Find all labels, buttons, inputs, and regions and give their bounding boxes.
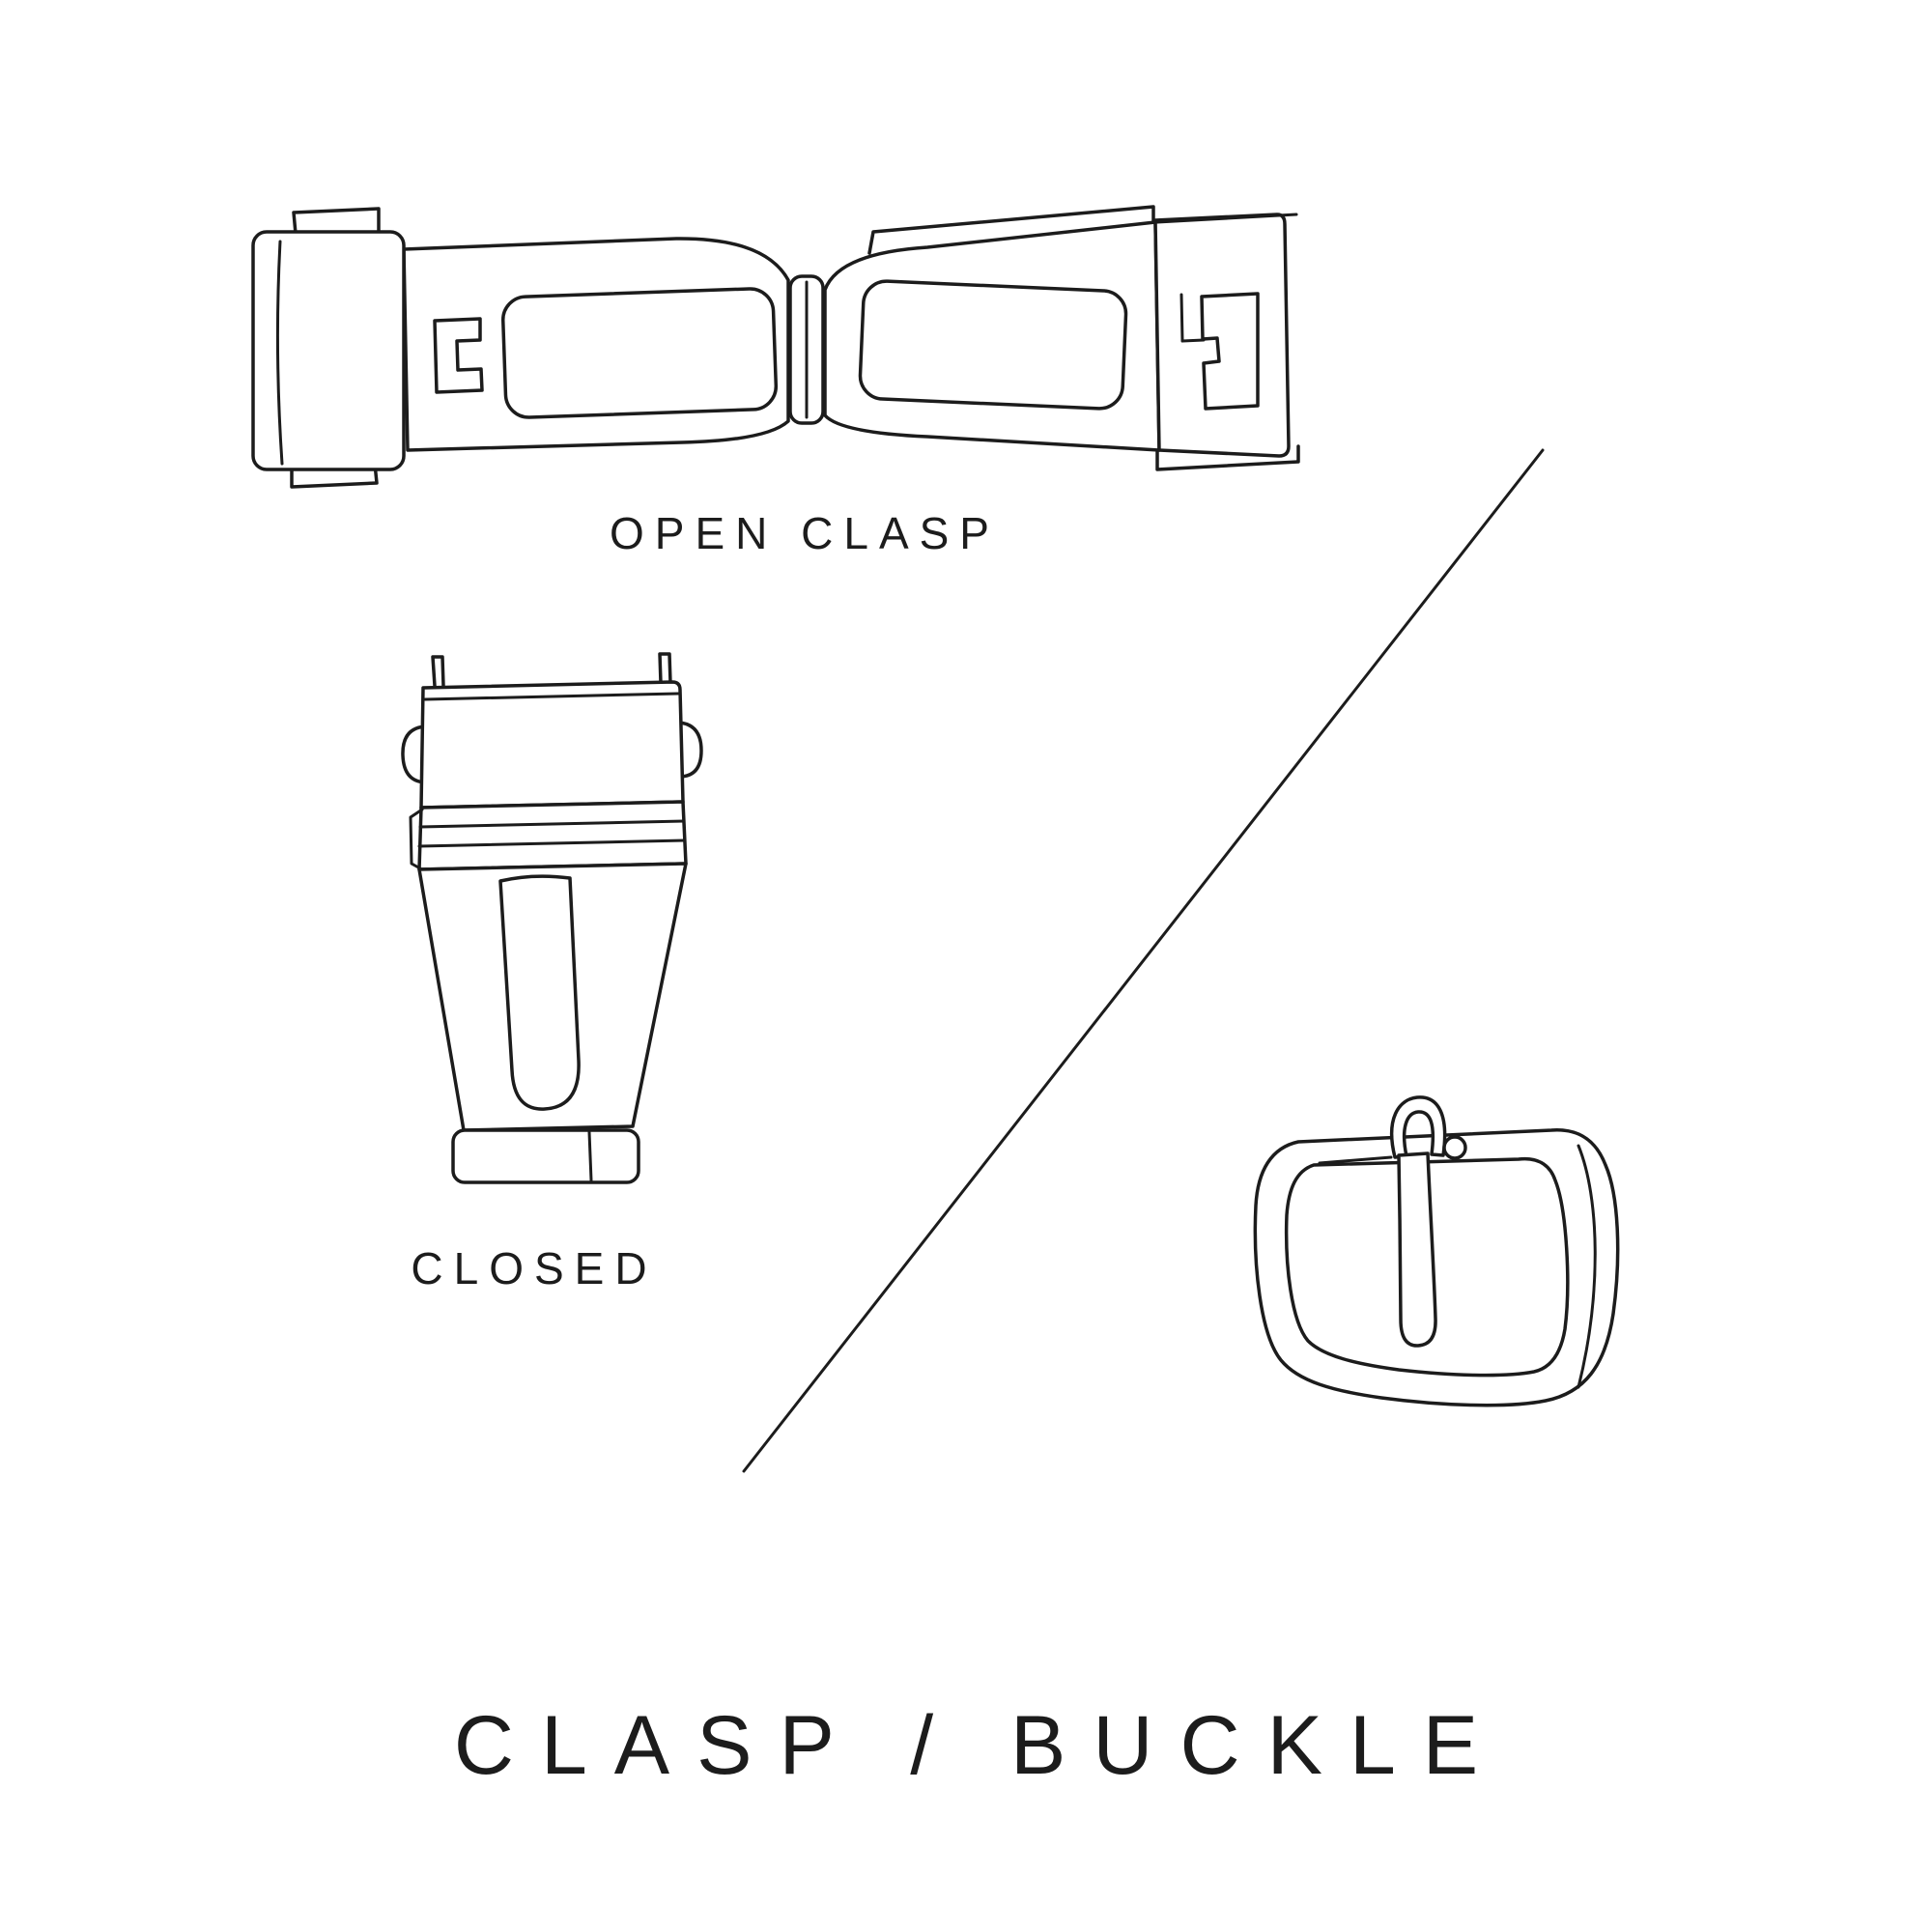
page-title: CLASP / BUCKLE [453,1699,1506,1792]
closed-clasp-illustration [401,652,703,1184]
closed-clasp-label: CLOSED [411,1243,658,1293]
tang-buckle-illustration [1253,1095,1620,1407]
open-clasp-illustration [251,205,1300,489]
diagonal-divider-line [742,448,1545,1473]
open-clasp-label: OPEN CLASP [610,508,1000,558]
